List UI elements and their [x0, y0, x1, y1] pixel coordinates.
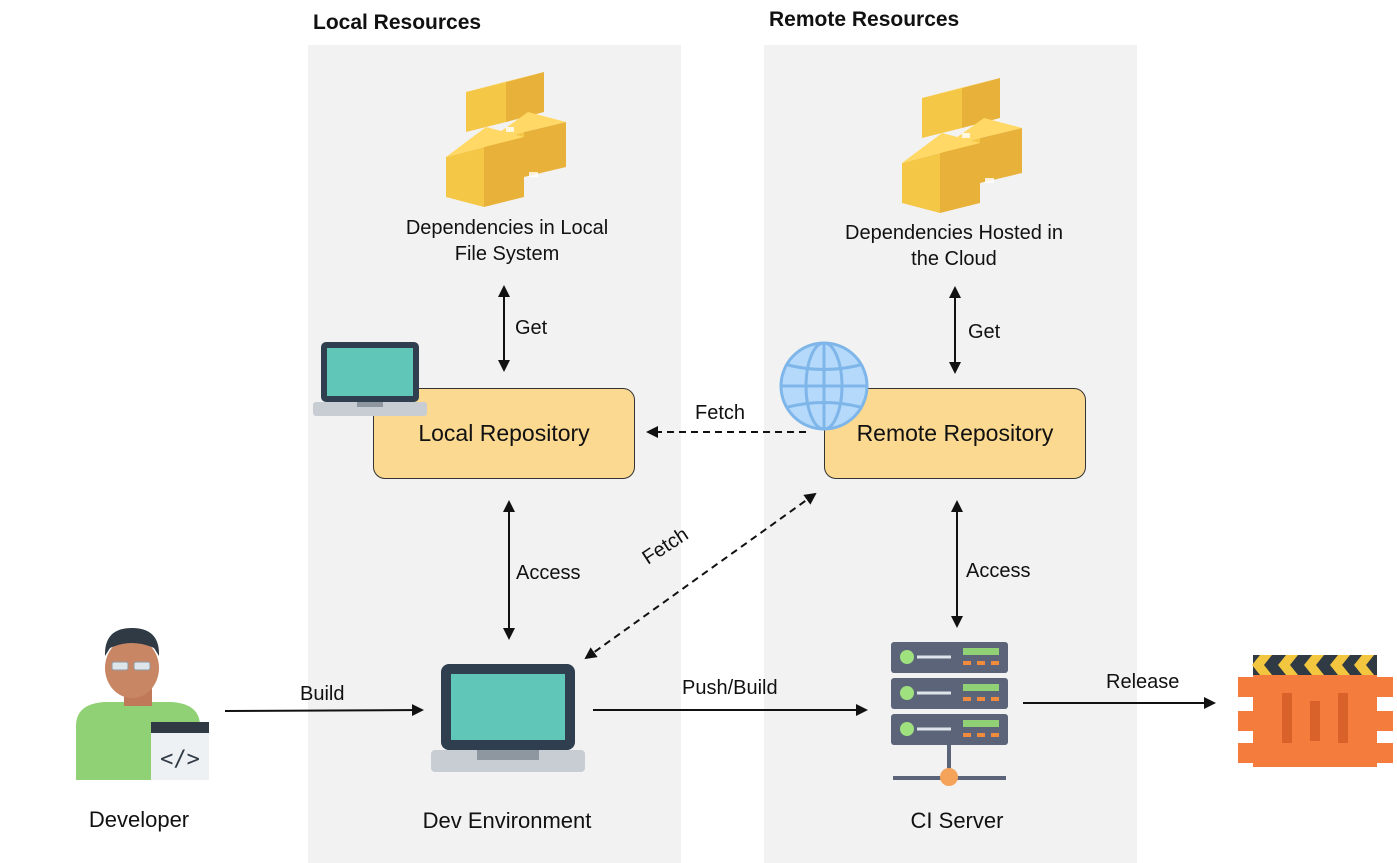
- server-icon: [891, 642, 1008, 786]
- laptop-icon: [313, 342, 427, 416]
- dev-environment-label: Dev Environment: [422, 808, 592, 833]
- fetch-repo-label: Fetch: [695, 402, 746, 424]
- get-local-label: Get: [515, 317, 548, 339]
- developer-label: Developer: [88, 807, 190, 832]
- remote-deps-label: Dependencies Hosted in the Cloud: [845, 222, 1063, 270]
- ci-server-label: CI Server: [910, 808, 1004, 833]
- globe-icon: [779, 341, 869, 431]
- push-build-label: Push/Build: [682, 677, 778, 699]
- release-container-icon: [1238, 655, 1393, 767]
- access-remote-label: Access: [966, 560, 1031, 582]
- remote-resources-title: Remote Resources: [769, 8, 960, 31]
- get-remote-label: Get: [968, 321, 1001, 343]
- remote-repository-box[interactable]: Remote Repository: [824, 388, 1086, 479]
- local-resources-title: Local Resources: [313, 11, 482, 34]
- access-local-label: Access: [516, 562, 581, 584]
- svg-text:</>: </>: [160, 747, 200, 772]
- boxes-icon: [902, 78, 1022, 213]
- local-repository-label: Local Repository: [418, 420, 590, 446]
- build-arrow: [224, 704, 424, 717]
- laptop-icon: [431, 664, 585, 772]
- remote-repository-label: Remote Repository: [856, 420, 1054, 446]
- fetch-diagonal-arrow: [584, 492, 817, 660]
- developer-icon: </>: [76, 628, 209, 780]
- boxes-icon: [446, 72, 566, 207]
- release-label: Release: [1106, 671, 1180, 693]
- build-label: Build: [300, 683, 345, 705]
- local-deps-label: Dependencies in Local File System: [405, 217, 609, 265]
